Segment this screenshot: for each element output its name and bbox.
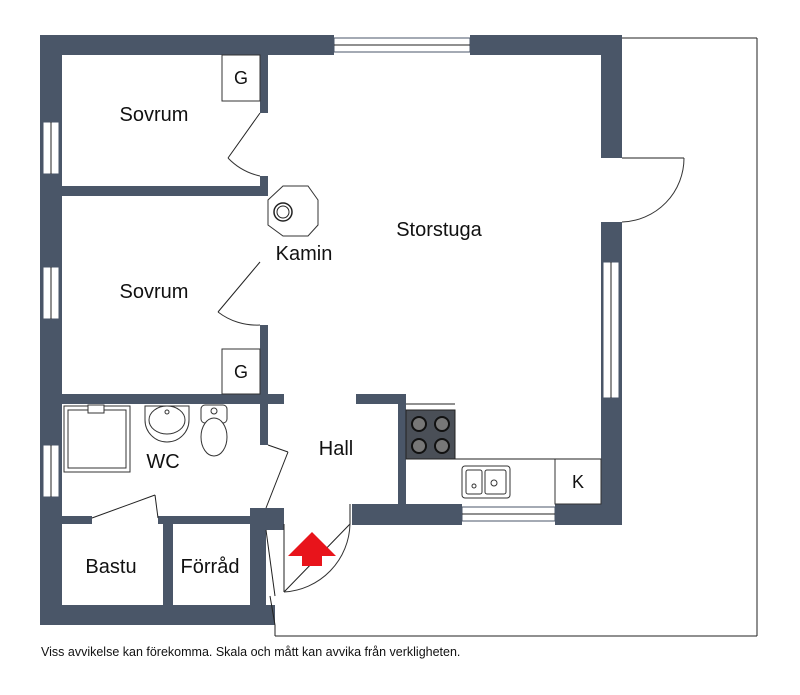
door-sovrum-2 [217,261,261,326]
label-bastu: Bastu [85,556,136,578]
door-bastu [91,494,159,519]
label-storstuga: Storstuga [396,219,482,241]
entrance-arrow-icon [288,532,336,566]
label-hall: Hall [319,438,353,460]
label-kamin: Kamin [276,243,333,265]
closet-g-1 [221,54,261,102]
label-closet-g-2: G [234,362,248,382]
door-terrace [621,157,685,223]
closet-k [554,458,602,505]
wc-fixtures [63,404,228,473]
label-forrad: Förråd [181,556,240,578]
label-closet-g-1: G [234,68,248,88]
door-forrad [265,529,276,597]
door-wc [265,444,289,509]
label-wc: WC [146,451,179,473]
label-sovrum-1: Sovrum [120,104,189,126]
room-labels: Sovrum Sovrum Storstuga Kamin WC Hall Ba… [85,68,584,578]
floor-plan: Sovrum Sovrum Storstuga Kamin WC Hall Ba… [40,35,758,637]
interior-walls [62,55,406,616]
fireplace [267,185,319,237]
terrace-outline [269,37,758,637]
windows [42,37,620,522]
closets [221,54,602,505]
kitchen [405,403,601,499]
label-closet-k: K [572,472,584,492]
label-sovrum-2: Sovrum [120,281,189,303]
disclaimer-text: Viss avvikelse kan förekomma. Skala och … [41,645,461,659]
closet-g-2 [221,348,261,395]
door-sovrum-1 [227,112,261,177]
